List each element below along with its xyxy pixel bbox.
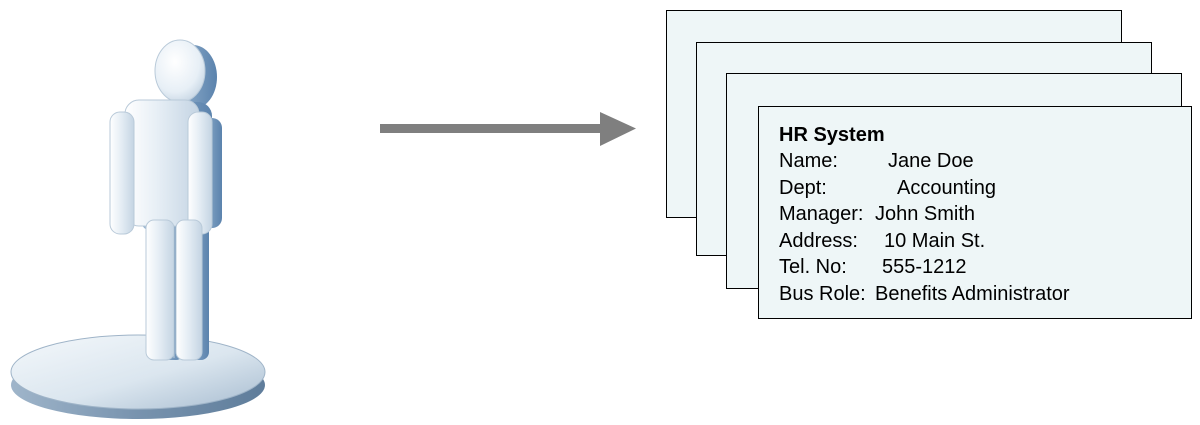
field-label: Name: <box>779 150 838 172</box>
field-row-name: Name: Jane Doe <box>779 148 1191 175</box>
hr-record-card: HR System Name: Jane Doe Dept: Accountin… <box>758 106 1192 319</box>
field-value: Jane Doe <box>888 150 974 172</box>
field-row-dept: Dept: Accounting <box>779 175 1191 202</box>
field-value: Benefits Administrator <box>875 282 1070 305</box>
card-title: HR System <box>779 124 885 146</box>
field-label: Bus Role: <box>779 282 866 305</box>
field-value: Accounting <box>897 176 996 199</box>
field-row-bus-role: Bus Role: Benefits Administrator <box>779 281 1191 308</box>
field-label: Tel. No: <box>779 256 847 278</box>
field-value: 10 Main St. <box>884 229 986 252</box>
field-value: 555-1212 <box>882 256 967 278</box>
person-on-pedestal-icon <box>10 39 266 419</box>
field-value: John Smith <box>875 203 976 225</box>
figure-body <box>109 39 213 361</box>
field-row-manager: Manager: John Smith <box>779 201 1191 228</box>
field-label: Dept: <box>779 176 827 199</box>
field-label: Address: <box>779 229 858 252</box>
field-row-address: Address: 10 Main St. <box>779 228 1191 255</box>
field-row-tel: Tel. No: 555-1212 <box>779 254 1191 281</box>
field-label: Manager: <box>779 203 864 225</box>
